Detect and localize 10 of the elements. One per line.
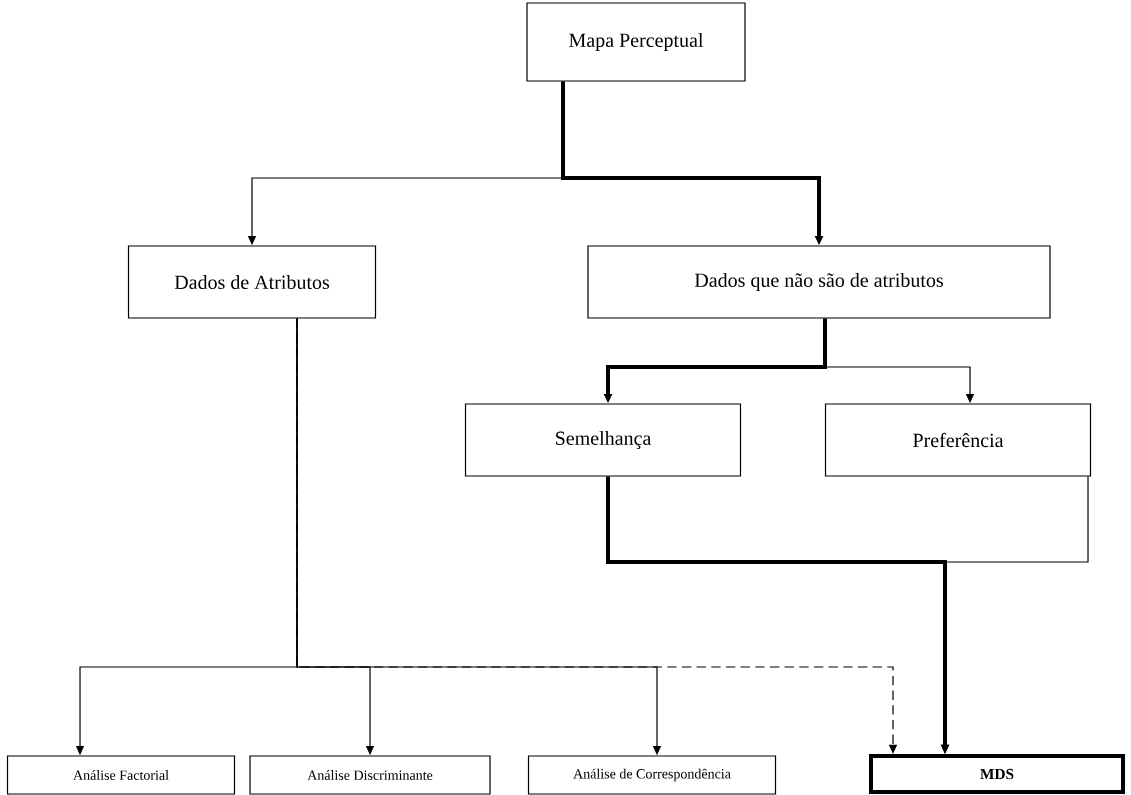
process-box: Análise de Correspondência bbox=[527, 755, 777, 795]
process-box: Semelhança bbox=[464, 403, 742, 477]
process-box: Análise Discriminante bbox=[249, 755, 491, 795]
process-box: Dados de Atributos bbox=[127, 245, 377, 319]
process-box: MDS bbox=[869, 754, 1125, 794]
process-box: Dados que não são de atributos bbox=[587, 245, 1051, 319]
process-box: Mapa Perceptual bbox=[526, 2, 746, 82]
process-box: Preferência bbox=[824, 403, 1092, 477]
arrow bbox=[296, 318, 898, 754]
process-box: Análise Factorial bbox=[6, 755, 236, 795]
